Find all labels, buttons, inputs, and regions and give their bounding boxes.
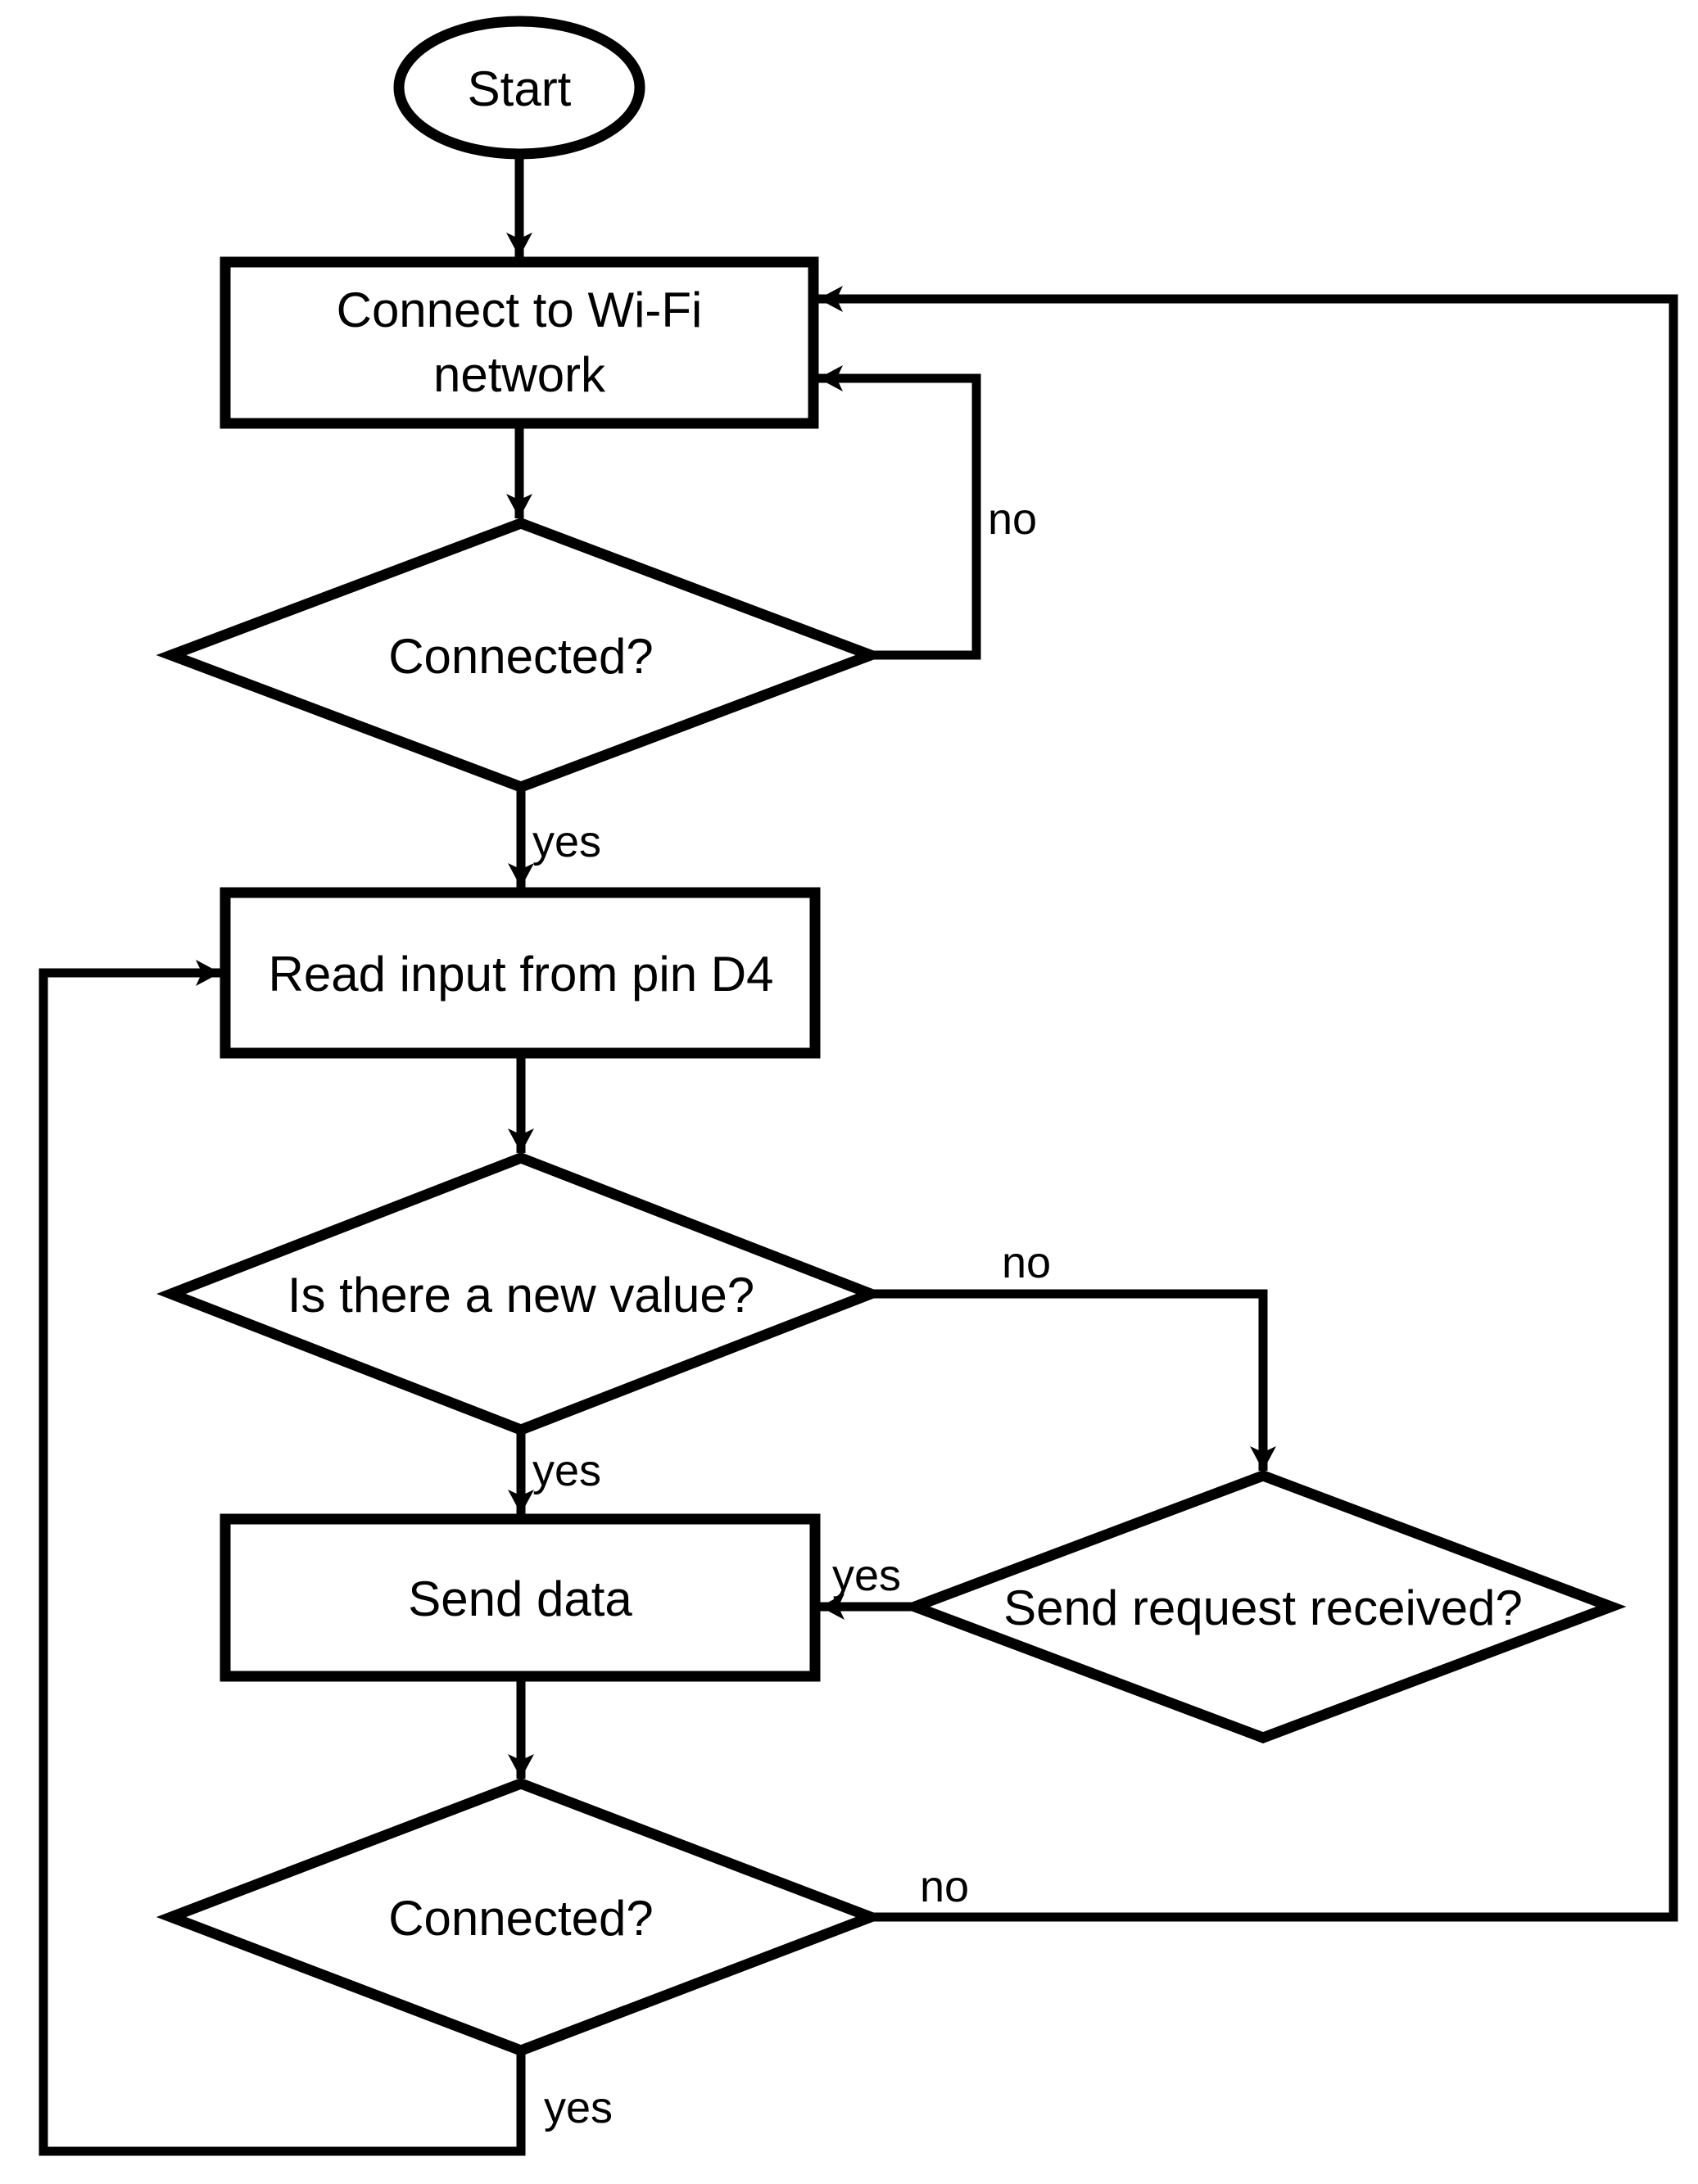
connect-wifi-label-line1: Connect to Wi-Fi — [337, 283, 703, 337]
edge-label-new-value-yes: yes — [532, 1446, 601, 1495]
decision-still-connected — [156, 1778, 886, 2056]
edge-still-connected-yes-loop — [38, 960, 526, 2156]
start-label: Start — [468, 61, 572, 116]
send-data-label: Send data — [408, 1571, 632, 1626]
edge-label-still-connected-no: no — [920, 1862, 969, 1911]
send-request-label: Send request received? — [1003, 1580, 1523, 1635]
process-read-input — [220, 887, 821, 1059]
edge-label-wifi-connected-no: no — [988, 495, 1037, 544]
edge-new-value-no — [871, 1289, 1276, 1471]
process-send-data — [220, 1513, 821, 1682]
new-value-label: Is there a new value? — [288, 1268, 754, 1323]
decision-send-request — [899, 1470, 1627, 1743]
wifi-connected-label: Connected? — [388, 629, 654, 684]
still-connected-label: Connected? — [388, 1891, 654, 1946]
connect-wifi-label-line2: network — [433, 347, 606, 402]
edge-label-send-request-yes: yes — [832, 1551, 901, 1600]
edge-label-wifi-connected-yes: yes — [532, 817, 601, 866]
read-input-label: Read input from pin D4 — [269, 947, 774, 1002]
process-connect-wifi — [220, 256, 819, 429]
start-terminator — [393, 16, 645, 160]
edge-wifi-connected-no-loop — [818, 365, 981, 660]
edge-label-new-value-no: no — [1002, 1238, 1051, 1287]
edge-label-still-connected-yes: yes — [544, 2083, 613, 2132]
edge-still-connected-no-loop — [818, 286, 1678, 1922]
decision-new-value — [156, 1152, 885, 1436]
decision-wifi-connected — [156, 518, 886, 793]
